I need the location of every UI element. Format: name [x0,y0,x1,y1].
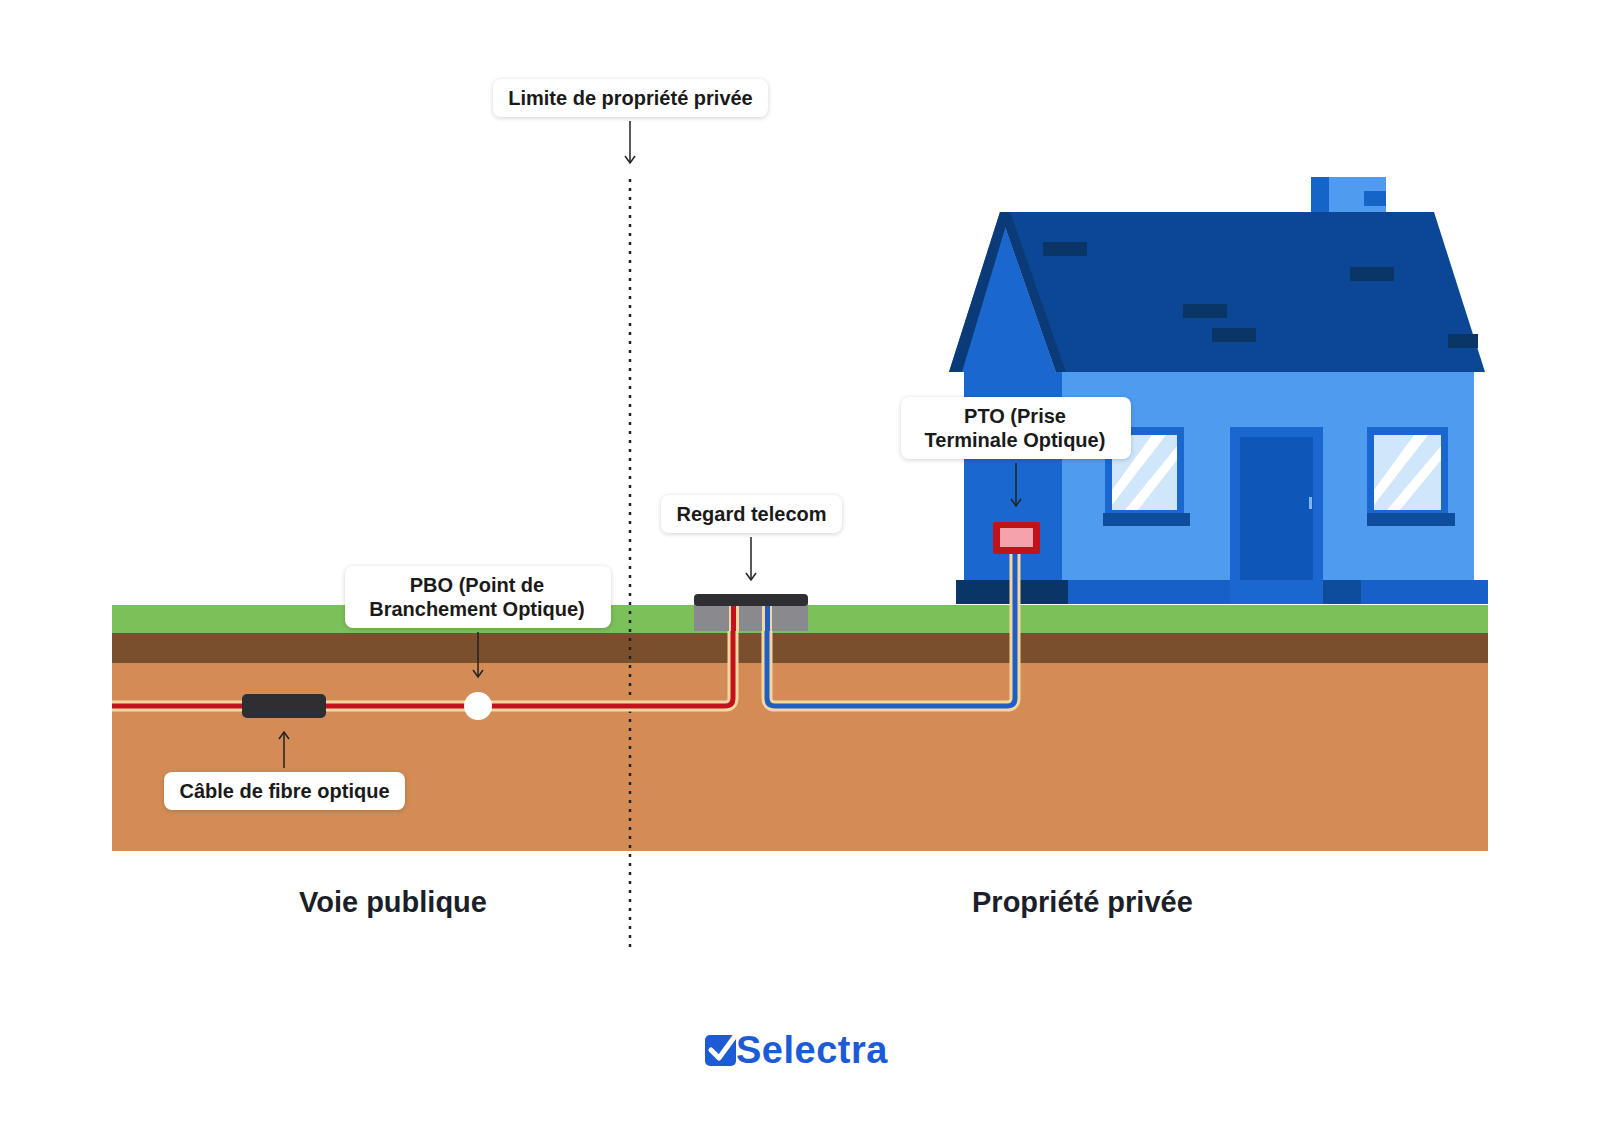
telecom-manhole [694,594,808,631]
brand-logo: Selectra [736,1029,888,1072]
pto-socket [993,522,1040,554]
callout-text: PTO (Prise Terminale Optique) [915,404,1115,452]
pto-socket-face [1000,528,1033,547]
zone-label: Propriété privée [972,886,1193,919]
pbo-point [464,692,492,720]
property-line [629,179,632,947]
zone-label: Voie publique [299,886,487,919]
topsoil [112,633,1488,663]
house [949,177,1488,604]
callout-text: Limite de propriété privée [507,86,754,110]
callout-text: Regard telecom [675,502,828,526]
callout-box: Câble de fibre optique [164,772,405,810]
callout-box: PTO (Prise Terminale Optique) [901,397,1131,459]
callout-box: Regard telecom [661,495,842,533]
callout-box: Limite de propriété privée [493,79,768,117]
cable-splice [242,694,326,718]
callout-box: PBO (Point de Branchement Optique) [345,566,611,628]
callout-text: Câble de fibre optique [178,779,391,803]
logo-icon [705,1032,738,1066]
soil [112,663,1488,851]
callout-text: PBO (Point de Branchement Optique) [359,573,595,621]
